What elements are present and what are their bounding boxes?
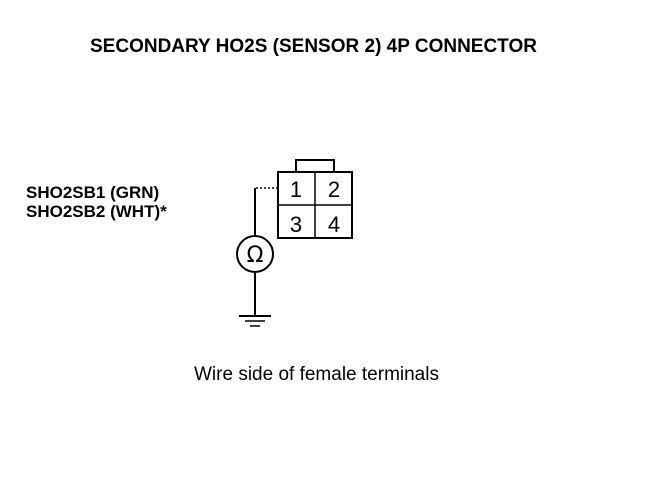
diagram-caption: Wire side of female terminals — [194, 364, 439, 385]
pin-2-label: 2 — [328, 177, 340, 202]
wire-label-sho2sb1: SHO2SB1 (GRN) — [26, 183, 160, 202]
pin-4-label: 4 — [328, 212, 340, 237]
pin-1-label: 1 — [290, 177, 302, 202]
connector-latch — [295, 159, 335, 172]
diagram-title: SECONDARY HO2S (SENSOR 2) 4P CONNECTOR — [90, 36, 537, 57]
ohm-symbol: Ω — [247, 243, 264, 268]
ground-icon — [239, 315, 271, 327]
pin-3-label: 3 — [290, 212, 302, 237]
wire-label-sho2sb2: SHO2SB2 (WHT)* — [26, 202, 167, 221]
